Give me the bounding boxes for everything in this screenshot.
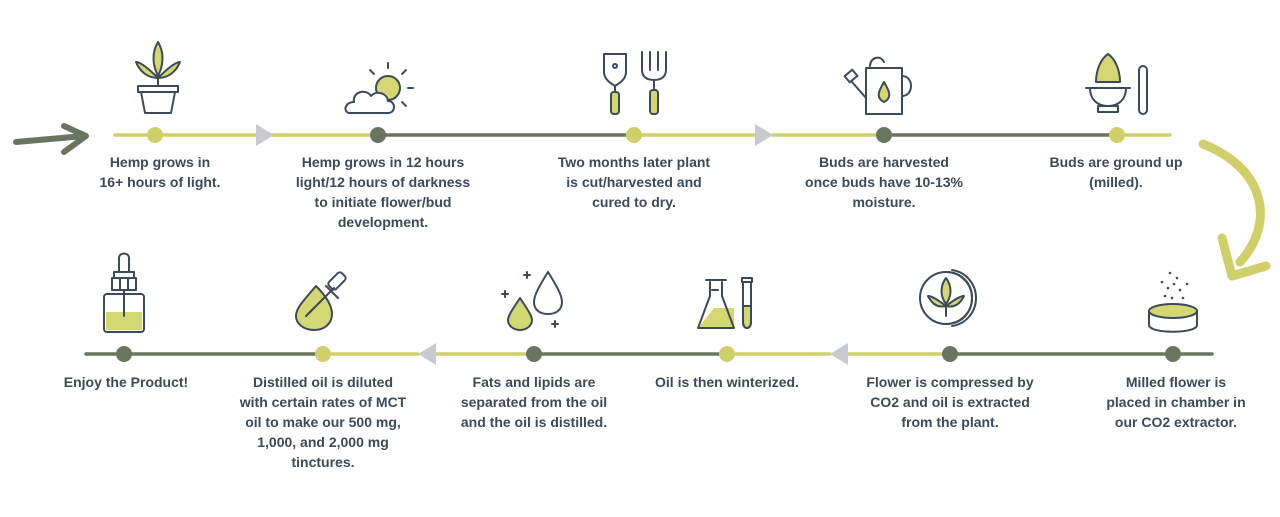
step-5-caption: Buds are ground up (milled). <box>1049 154 1183 190</box>
chevron-right-icon <box>256 124 274 146</box>
curved-arrow-icon <box>1198 139 1271 281</box>
step-dot <box>315 346 331 362</box>
step-7-caption: Flower is compressed by CO2 and oil is e… <box>866 374 1034 430</box>
step-dot <box>719 346 735 362</box>
garden-tools-icon <box>603 51 667 115</box>
hemp-plant-pot-icon <box>135 41 181 114</box>
chevron-left-icon <box>830 343 848 365</box>
mortar-pestle-icon <box>1085 53 1148 115</box>
step-4-caption: Buds are harvested once buds have 10-13%… <box>805 154 963 210</box>
step-2-caption: Hemp grows in 12 hours light/12 hours of… <box>295 154 471 230</box>
tincture-bottle-icon <box>103 252 145 333</box>
step-dot <box>626 127 642 143</box>
step-dot <box>116 346 132 362</box>
step-10-caption: Distilled oil is diluted with certain ra… <box>239 374 407 470</box>
sun-cloud-icon <box>344 62 414 114</box>
step-9-caption: Fats and lipids are separated from the o… <box>460 374 608 430</box>
step-3-caption: Two months later plant is cut/harvested … <box>557 154 711 210</box>
step-8-caption: Oil is then winterized. <box>655 374 799 390</box>
chamber-bowl-icon <box>1148 271 1198 333</box>
entry-arrow-icon <box>13 123 89 155</box>
step-11-caption: Enjoy the Product! <box>63 374 189 390</box>
chevron-left-icon <box>418 343 436 365</box>
watering-can-icon <box>843 56 912 115</box>
step-6-caption: Milled flower is placed in chamber in ou… <box>1106 374 1246 430</box>
step-dot <box>876 127 892 143</box>
oil-drops-icon <box>501 271 563 331</box>
bottom-timeline <box>84 343 1214 365</box>
step-dot <box>1109 127 1125 143</box>
step-dot <box>370 127 386 143</box>
step-dot <box>942 346 958 362</box>
step-dot <box>526 346 542 362</box>
chevron-right-icon <box>755 124 773 146</box>
hemp-coin-icon <box>919 269 977 327</box>
lab-flask-icon <box>697 277 753 329</box>
step-dot <box>1165 346 1181 362</box>
step-dot <box>147 127 163 143</box>
step-1-caption: Hemp grows in 16+ hours of light. <box>99 154 221 190</box>
dropper-drop-icon <box>295 271 347 331</box>
top-timeline <box>113 124 1172 146</box>
